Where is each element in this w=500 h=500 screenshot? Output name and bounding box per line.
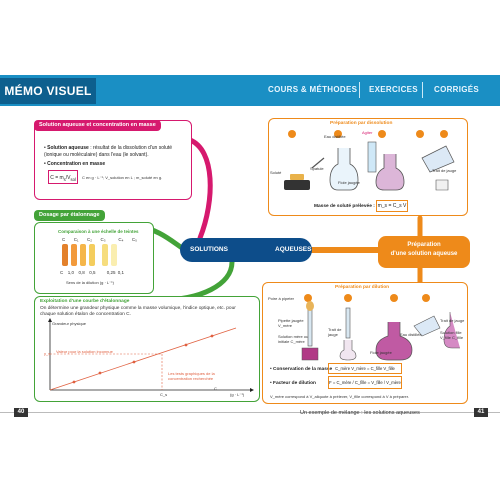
label-solution-fille: Solution fille V_fille C_fille	[440, 330, 464, 340]
scale-axis-caption: Sens de la dilution (g · L⁻¹)	[66, 280, 114, 285]
preparation-line1: Préparation	[407, 242, 441, 248]
tab-corriges[interactable]: CORRIGÉS	[434, 85, 480, 94]
label-pipette: Pipette jaugée V_mère	[278, 318, 304, 328]
label-eau-distillee-2: Eau distillée	[400, 332, 422, 337]
label-spatule: Spatule	[310, 166, 324, 171]
masse-label: Masse de soluté prélevée :	[314, 204, 375, 209]
label-poire: Poire à pipeter	[268, 296, 295, 301]
graph-xlabel: (g · L⁻¹)	[230, 392, 245, 397]
facteur-label-text: Facteur de dilution	[273, 381, 316, 386]
tube-c4	[102, 244, 108, 266]
dissolution-title: Préparation par dissolution	[330, 121, 393, 126]
page-number-left: 40	[14, 408, 28, 417]
label-fiole-jaugee: Fiole jaugée	[338, 180, 360, 185]
memo-visuel-label: MÉMO VISUEL	[0, 78, 96, 104]
scale-title: Comparaison à une échelle de teintes	[58, 229, 139, 234]
preparation-node	[378, 236, 470, 268]
tab-separator	[422, 82, 423, 98]
etalonnage-text: On détermine une grandeur physique comme…	[40, 306, 236, 317]
facteur-label: • Facteur de dilution	[270, 381, 316, 386]
label-solute: Soluté	[270, 170, 282, 175]
label-eau-distillee: Eau distillée	[324, 134, 346, 139]
etalonnage-box	[34, 296, 260, 402]
tube-c1	[71, 244, 77, 266]
page-number-right: 41	[474, 408, 488, 417]
concentration-title: Solution aqueuse et concentration en mas…	[34, 120, 161, 131]
conservation-label-text: Conservation de la masse	[273, 367, 333, 372]
scale-values: C 1,0 0,8 0,5 0,25 0,1	[60, 270, 125, 275]
dosage-title: Dosage par étalonnage	[34, 210, 105, 221]
bullet1-bold: Solution aqueuse	[47, 145, 89, 151]
center-node	[180, 238, 312, 262]
scale-c-labels: C C₁ C₂ C₃ C₄ C₅	[62, 237, 137, 242]
tab-separator	[359, 82, 360, 98]
graph-annot2: Les tests graphiques de la concentration…	[168, 371, 215, 381]
center-right-label: AQUEUSES	[275, 246, 312, 253]
label-trait-jauge: Trait de jauge	[432, 168, 457, 173]
tab-exercices[interactable]: EXERCICES	[369, 85, 418, 94]
label-agiter: Agiter	[362, 130, 373, 135]
label-fiole-jaugee-2: Fiole jaugée	[370, 350, 392, 355]
facteur-formula: F = C_mère / C_fille = V_fille / V_mère	[328, 376, 402, 389]
center-left-label: SOLUTIONS	[190, 246, 228, 253]
tube-c2	[80, 244, 86, 266]
conservation-formula: C_mère V_mère = C_fille V_fille	[328, 363, 402, 374]
concentration-bullet2: • Concentration en masse	[44, 161, 106, 167]
graph-annot1: Valeur pour la solution inconnue	[56, 349, 113, 354]
dilution-box	[262, 282, 468, 404]
label-trait-jauge-1: Trait de jauge	[328, 327, 342, 337]
masse-formula: m_s = C_s V	[376, 200, 408, 212]
dissolution-illustration	[284, 130, 455, 191]
graph-xmark: C_s	[160, 392, 168, 397]
graph-xvar: C	[214, 386, 217, 391]
concentration-units: C en g · L⁻¹; V_solution en L ; m_soluté…	[82, 175, 163, 180]
concentration-box	[34, 120, 192, 200]
etalonnage-graph	[48, 318, 254, 392]
concentration-formula: C = ms/Vsol	[48, 170, 78, 184]
bullet1-text: : résultat de la dissolution d'un soluté…	[44, 145, 173, 158]
footer-text: Un exemple de mélange : les solutions aq…	[300, 410, 420, 416]
etalonnage-title: Exploitation d'une courbe d'étalonnage	[40, 299, 130, 304]
dilution-note: V_mère correspond à V_aliquote à préleve…	[270, 394, 409, 399]
label-trait-jauge-2: Trait de jauge	[440, 318, 465, 323]
tube-scale	[62, 244, 117, 266]
tube-c5	[111, 244, 117, 266]
conservation-label: • Conservation de la masse	[270, 367, 333, 372]
bullet2-text: Concentration en masse	[47, 161, 106, 167]
label-solution-mere: Solution mère ou initiale C_mère	[278, 334, 309, 344]
preparation-line2: d'une solution aqueuse	[390, 251, 458, 257]
dilution-title: Préparation par dilution	[335, 285, 390, 290]
footer-rule	[0, 412, 500, 413]
graph-ylabel: Grandeur physique	[52, 321, 87, 326]
tube-c	[62, 244, 68, 266]
tab-cours-methodes[interactable]: COURS & MÉTHODES	[268, 85, 358, 94]
tube-c3	[89, 244, 95, 266]
graph-ymark: y_s	[44, 351, 51, 356]
dilution-illustration	[301, 294, 460, 361]
concentration-bullet1: • Solution aqueuse : résultat de la diss…	[44, 145, 173, 158]
